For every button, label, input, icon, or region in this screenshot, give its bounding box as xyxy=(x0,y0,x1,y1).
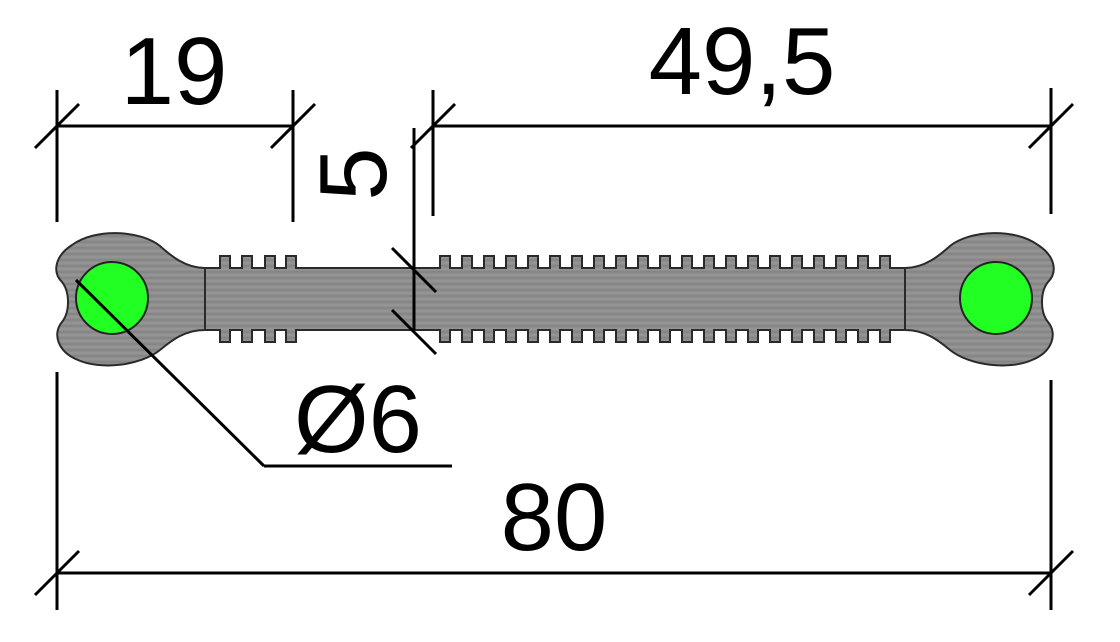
right-bulb xyxy=(959,261,1033,335)
dimension-lines xyxy=(33,88,1075,610)
dimension-19-label: 19 xyxy=(121,18,228,125)
dimension-49-5-label: 49,5 xyxy=(649,8,836,115)
profile-body xyxy=(55,232,1055,367)
left-bulb xyxy=(75,261,149,335)
diameter-label: Ø6 xyxy=(294,366,422,473)
ribbed-strip xyxy=(199,255,911,343)
dimension-5-label: 5 xyxy=(300,147,407,200)
dimension-80-label: 80 xyxy=(501,464,608,571)
